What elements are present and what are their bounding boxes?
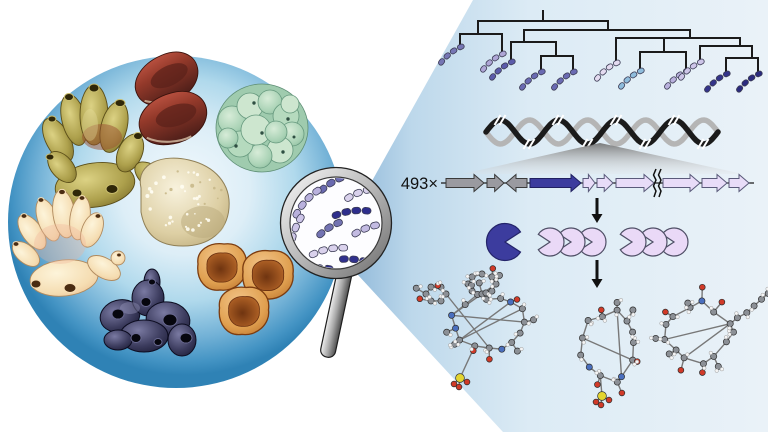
sponge-speckle	[213, 186, 216, 190]
sponge-speckle	[169, 187, 173, 192]
enzyme-trimer-unit	[537, 227, 565, 257]
gene-arrow	[529, 173, 582, 193]
gene-cluster	[441, 168, 754, 198]
sponge-speckle	[192, 197, 196, 200]
sponge-speckle	[197, 203, 200, 206]
sponge-pale-tubes	[11, 188, 126, 297]
sponge-speckle	[192, 171, 196, 174]
sponge-speckle	[164, 192, 167, 195]
sponge-speckle	[206, 218, 211, 222]
bacteria-chain	[351, 221, 380, 238]
gene-arrow	[662, 173, 701, 193]
gene-arrow	[486, 173, 505, 193]
tree-leaf-bacteria	[519, 68, 546, 91]
sponge-orange-cups	[197, 243, 294, 336]
gene-arrow	[615, 173, 655, 193]
bacteria-chain	[331, 206, 372, 220]
ocean-circle-panel	[8, 51, 344, 388]
molecule-3	[649, 283, 768, 376]
gene-arrow	[505, 173, 528, 193]
sponge-speckle	[145, 194, 150, 198]
bacteria-chain	[316, 218, 343, 239]
tree-leaf-bacteria	[736, 70, 763, 93]
tree-leaf-bacteria	[480, 50, 507, 73]
bacteria-chain	[292, 186, 322, 219]
sponge-speckle	[185, 227, 190, 232]
phylogenetic-tree	[438, 10, 763, 93]
gene-arrow	[728, 173, 750, 193]
enzyme-trimer-unit	[619, 227, 647, 257]
sponge-speckle	[191, 228, 195, 232]
sponge-speckle	[176, 170, 179, 173]
gene-arrow	[445, 173, 485, 193]
magnifier	[279, 166, 393, 358]
sponge-speckle	[184, 225, 188, 228]
sponge-speckle	[195, 173, 200, 177]
sponge-speckle	[197, 224, 201, 227]
sponge-speckle	[167, 221, 172, 225]
sponge-maroon-ears	[134, 51, 208, 146]
lens-bacteria	[291, 178, 381, 268]
flow-arrows	[591, 198, 603, 288]
tree-leaf-bacteria	[678, 58, 705, 81]
sponge-speckle	[147, 187, 152, 191]
sponge-cream-speckled	[139, 157, 230, 247]
sponge-speckle	[162, 175, 166, 180]
sponge-speckle	[197, 194, 201, 198]
sponge-speckle	[183, 190, 187, 193]
sponge-speckle	[171, 220, 174, 223]
down-arrow-head	[591, 214, 603, 223]
sponge-speckle	[199, 181, 202, 184]
sponge-green-lobed	[215, 83, 309, 173]
sponge-speckle	[205, 217, 208, 221]
sponge-speckle	[190, 183, 195, 188]
down-arrow-head	[591, 279, 603, 288]
tree-leaf-bacteria	[438, 43, 465, 66]
gene-arrow	[596, 173, 614, 193]
enzyme-trimer-unit	[579, 227, 607, 257]
tree-leaf-bacteria	[704, 70, 731, 93]
sponge-speckle	[164, 224, 168, 227]
tree-leaf-bacteria	[594, 59, 621, 82]
enzyme-trimer-unit	[558, 227, 586, 257]
sponge-speckle	[202, 229, 206, 233]
sponge-navy-perforated	[99, 268, 197, 357]
molecule-2	[577, 298, 641, 409]
bacteria-chain	[308, 244, 349, 259]
molecule-1	[412, 265, 539, 391]
enzyme-row	[485, 222, 689, 262]
sponge-speckle	[187, 171, 190, 174]
sponge-speckle	[220, 188, 223, 192]
genome-zoom-triangle	[462, 143, 743, 174]
sponge-speckle	[195, 196, 199, 201]
sponge-speckle	[148, 207, 152, 211]
sponge-speckle	[203, 202, 206, 205]
tree-leaf-bacteria	[551, 68, 578, 91]
enzyme-trimer-unit	[640, 227, 668, 257]
natural-product-structures	[412, 265, 768, 409]
sequence-break-mark	[652, 168, 657, 198]
sponge-speckle	[180, 184, 185, 189]
sponge-speckle	[194, 213, 196, 215]
sequence-break-mark	[657, 168, 662, 198]
dna-helix	[483, 114, 721, 150]
sponge-speckle	[150, 190, 154, 194]
sponge-speckle	[168, 215, 173, 220]
sponge-speckle	[154, 181, 158, 185]
sponge-speckle	[216, 197, 219, 200]
sponge-speckle	[199, 221, 202, 224]
sponge-speckle	[208, 178, 211, 181]
sponge-speckle	[185, 212, 189, 216]
gene-arrow	[582, 173, 596, 193]
gene-arrow	[701, 173, 728, 193]
zoom-beam	[334, 0, 768, 432]
protease-enzyme	[485, 222, 522, 262]
enzyme-trimer-unit	[661, 227, 689, 257]
copies-label: 493×	[401, 175, 438, 193]
tree-leaf-bacteria	[489, 58, 516, 81]
tree-leaf-bacteria	[618, 67, 645, 90]
